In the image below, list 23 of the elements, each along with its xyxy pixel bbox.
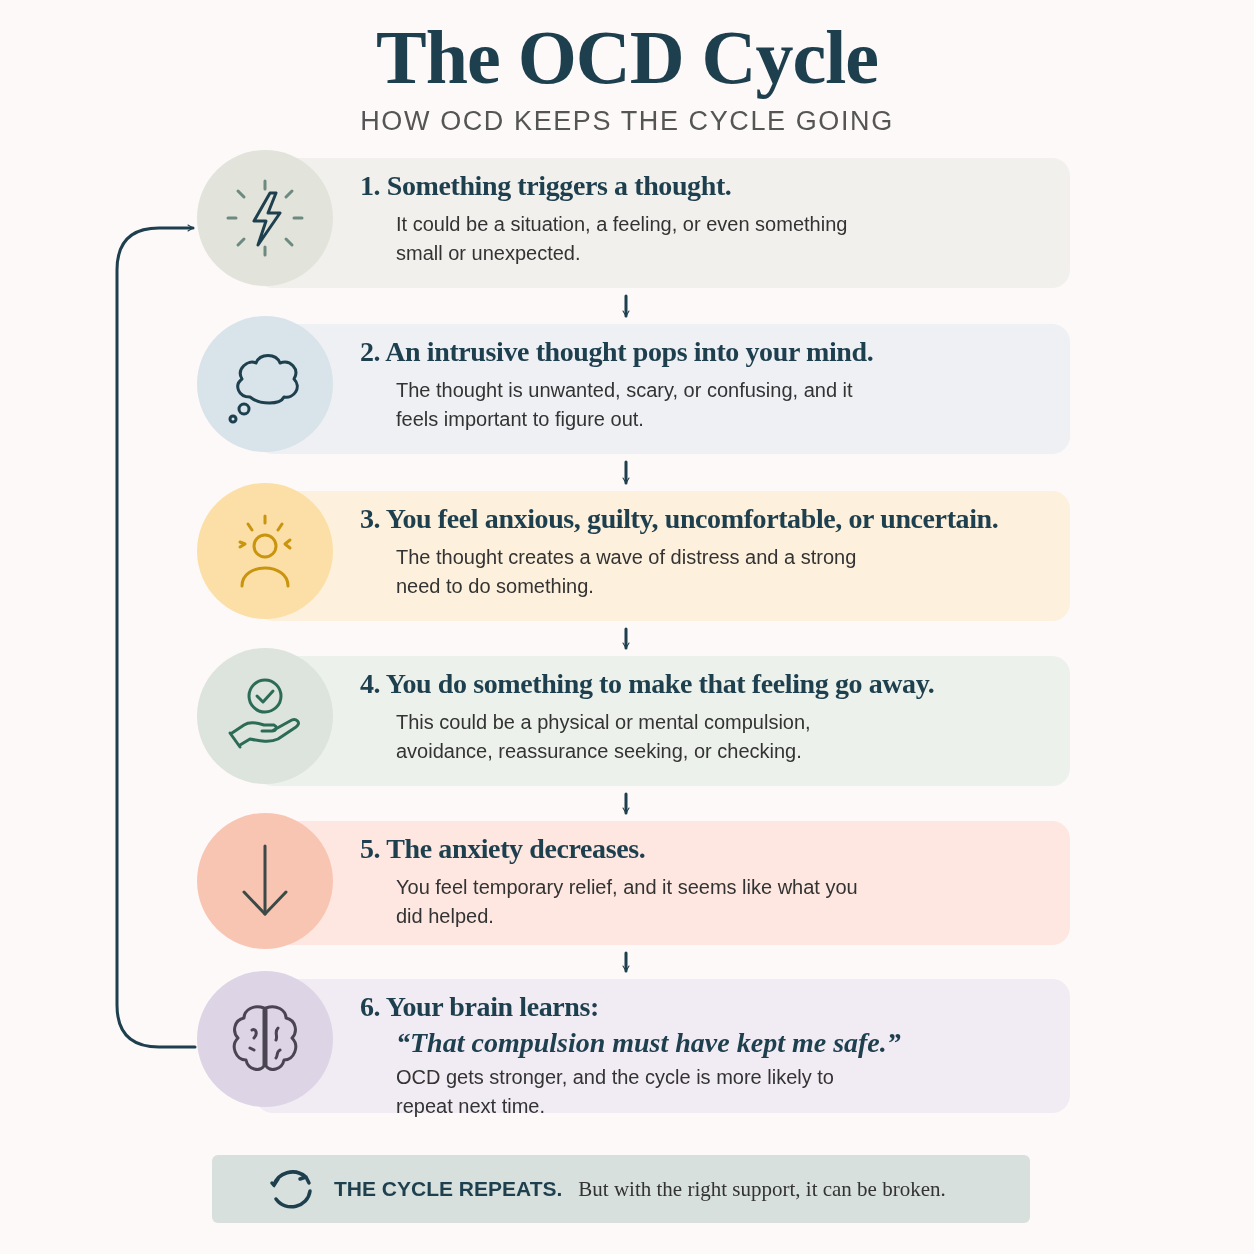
title: The OCD Cycle (375, 14, 878, 101)
step-description: It could be a situation, a feeling, or even something small or unexpected. (396, 212, 849, 266)
arrow (622, 792, 630, 815)
quote-text: “That compulsion must have kept me safe.” (396, 1027, 901, 1059)
step-description: You feel temporary relief, and it seems like what you did helped. (396, 875, 859, 929)
arrow (622, 951, 630, 973)
arrow (622, 627, 630, 650)
subtitle: HOW OCD KEEPS THE CYCLE GOING (360, 106, 894, 137)
step-description: This could be a physical or mental compulsion, avoidance, reassurance seeking, or checking. (396, 710, 812, 764)
step-heading: 2. An intrusive thought pops into your mind. (360, 336, 874, 368)
step-heading: 4. You do something to make that feeling go away. (360, 668, 935, 700)
step-description: The thought creates a wave of distress and a strong need to do something. (396, 545, 858, 599)
banner-text: But with the right support, it can be broken. (578, 1176, 946, 1202)
step-description: OCD gets stronger, and the cycle is more likely to repeat next time. (396, 1065, 835, 1119)
arrow (115, 224, 197, 1049)
step-heading: 3. You feel anxious, guilty, uncomfortable, or uncertain. (360, 503, 999, 535)
banner-heading: THE CYCLE REPEATS. (334, 1177, 563, 1201)
arrow (622, 460, 630, 485)
step-heading: 1. Something triggers a thought. (360, 170, 732, 202)
arrow (622, 294, 630, 318)
step-description: The thought is unwanted, scary, or confusing, and it feels important to figure out. (396, 378, 854, 432)
step-heading: 5. The anxiety decreases. (360, 833, 646, 865)
step-heading: 6. Your brain learns: (360, 991, 599, 1023)
